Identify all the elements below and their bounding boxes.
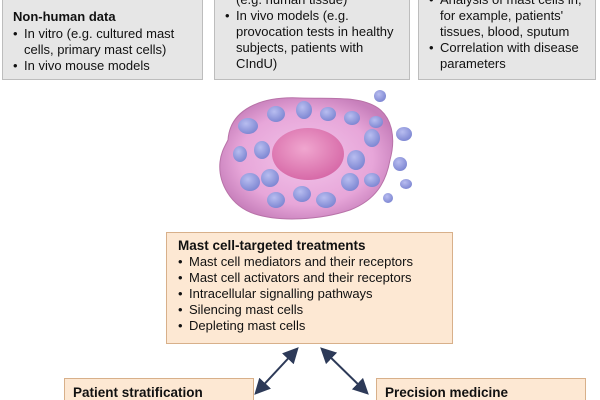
granule [254,141,270,159]
granule [341,173,359,191]
treatments-item: Mast cell activators and their receptors [178,270,444,286]
treatments-item: Mast cell mediators and their receptors [178,254,444,270]
non-human-data-item: In vitro (e.g. cultured mast cells, prim… [13,26,194,58]
non-human-data-box: Non-human data In vitro (e.g. cultured m… [2,0,203,80]
nucleus [272,128,344,180]
granule [267,192,285,208]
granule [267,106,285,122]
treatments-item: Depleting mast cells [178,318,444,334]
non-human-data-item: In vivo mouse models [13,58,194,74]
mast-cell-illustration [219,90,412,220]
granule [261,169,279,187]
treatments-box: Mast cell-targeted treatments Mast cell … [166,232,453,344]
human-data-list: In vivo models (e.g. provocation tests i… [225,8,403,72]
patient-data-item: Correlation with disease parameters [429,40,589,72]
patient-stratification-box: Patient stratification [64,378,254,400]
granule [369,116,383,128]
granule [364,129,380,147]
human-data-continuation: (e.g. human tissue) [225,0,403,8]
granule [400,179,412,189]
granule [296,101,312,119]
patient-data-list: Analysis of mast cells in, for example, … [429,0,589,72]
granule [393,157,407,171]
non-human-data-title: Non-human data [13,9,116,24]
precision-medicine-title: Precision medicine [385,385,509,400]
granule [364,173,380,187]
granule [396,127,412,141]
granule [374,90,386,102]
patient-data-box: Analysis of mast cells in, for example, … [418,0,596,80]
granule [383,193,393,203]
granule [293,186,311,202]
granules [233,90,412,208]
granule [344,111,360,125]
precision-medicine-box: Precision medicine [376,378,586,400]
arrow-to-stratification [254,347,299,395]
granule [233,146,247,162]
granule [320,107,336,121]
treatments-item: Intracellular signalling pathways [178,286,444,302]
patient-data-item: Analysis of mast cells in, for example, … [429,0,589,40]
granule [238,118,258,134]
treatments-title: Mast cell-targeted treatments [178,238,366,253]
granule [316,192,336,208]
human-data-box: (e.g. human tissue) In vivo models (e.g.… [214,0,410,80]
non-human-data-list: In vitro (e.g. cultured mast cells, prim… [13,26,194,74]
arrow-to-precision [320,347,369,395]
patient-stratification-title: Patient stratification [73,385,203,400]
granule [347,150,365,170]
human-data-item: In vivo models (e.g. provocation tests i… [225,8,403,72]
treatments-list: Mast cell mediators and their receptors … [178,254,444,334]
granule [240,173,260,191]
treatments-item: Silencing mast cells [178,302,444,318]
